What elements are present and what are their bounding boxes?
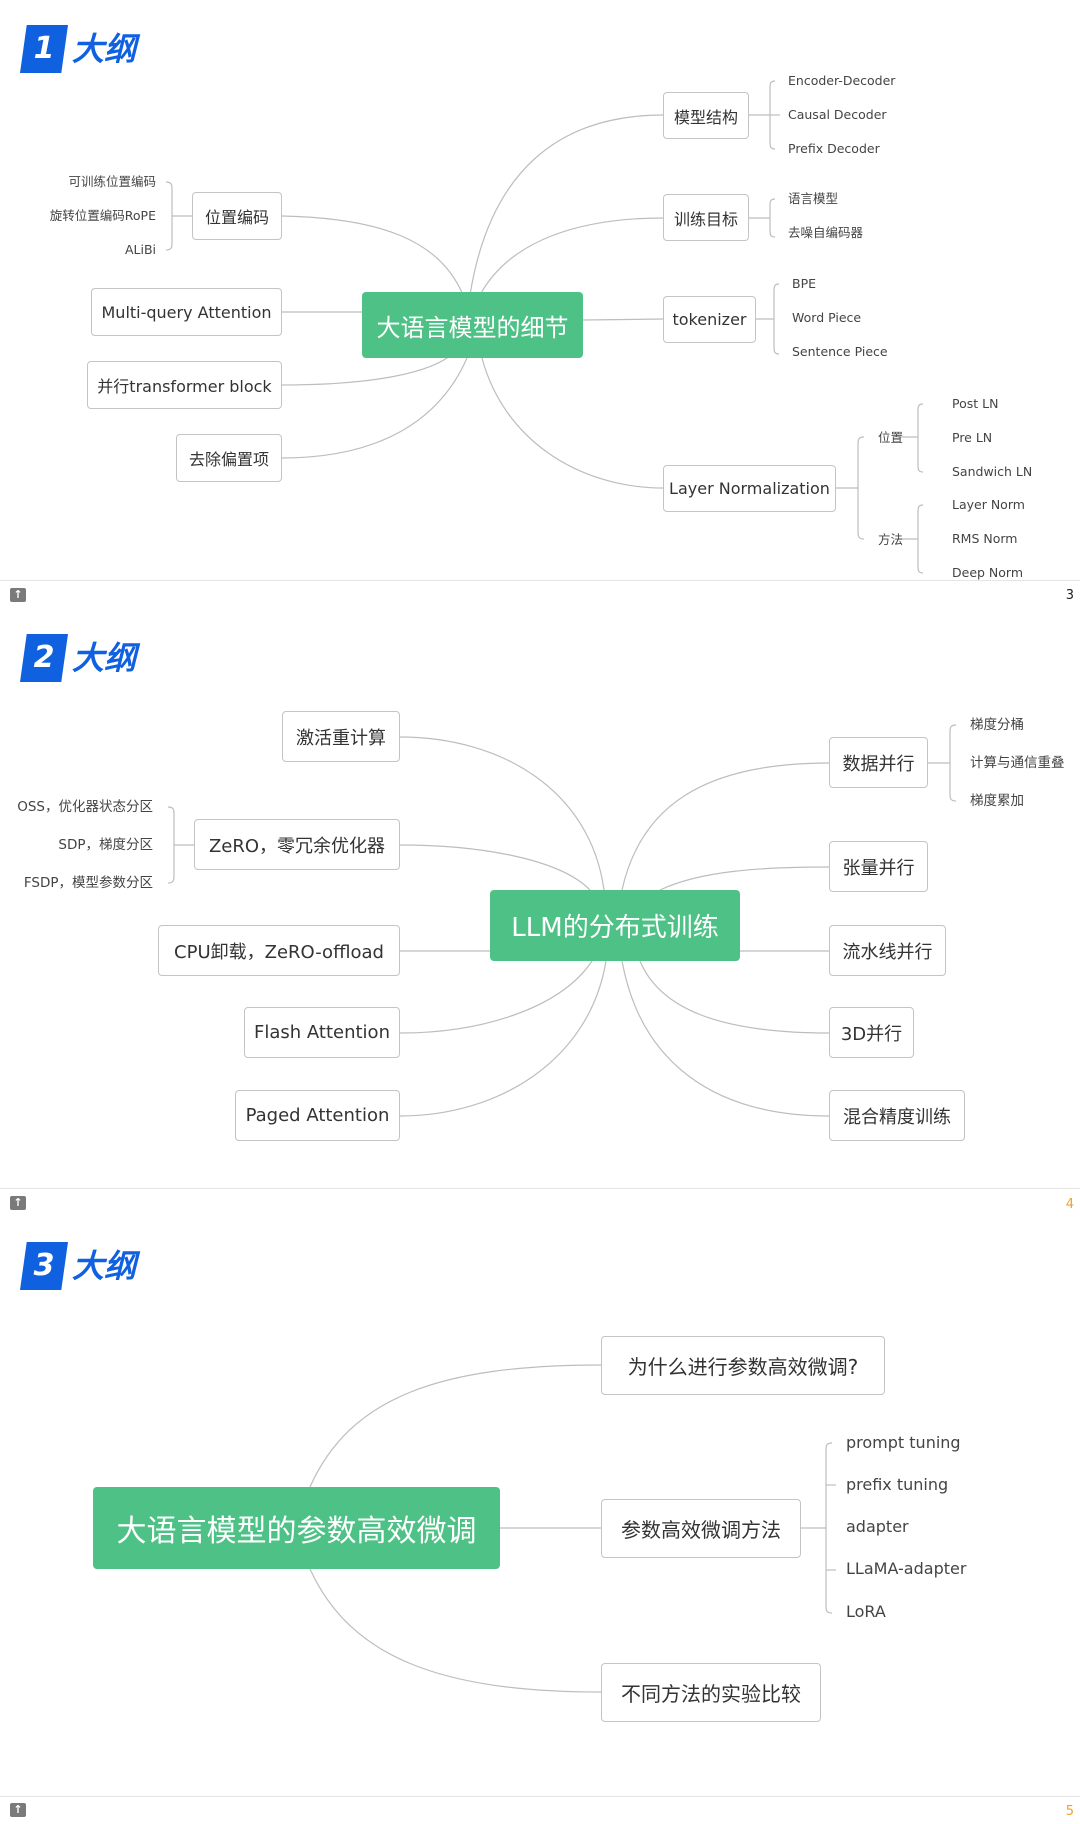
root-node: 大语言模型的参数高效微调 (93, 1487, 500, 1569)
leaf-prompt-tuning: prompt tuning (846, 1433, 961, 1452)
leaf-alibi: ALiBi (124, 242, 156, 257)
section-number: 1 (20, 25, 68, 73)
leaf-ln-method-label: 方法 (878, 532, 904, 547)
section-title: 大纲 (72, 1247, 137, 1285)
node-remove-bias: 去除偏置项 (176, 434, 282, 482)
node-3d-parallel: 3D并行 (829, 1007, 914, 1058)
leaf-gradient-accumulation: 梯度累加 (970, 793, 1024, 809)
slide-divider (0, 580, 1080, 581)
section-number: 2 (20, 634, 68, 682)
leaf-lora: LoRA (846, 1602, 886, 1621)
node-data-parallel: 数据并行 (829, 737, 928, 788)
leaf-compute-comm-overlap: 计算与通信重叠 (970, 755, 1065, 771)
connector-lines (165, 80, 924, 574)
leaf-deep-norm: Deep Norm (952, 565, 1024, 580)
slide-logo-icon: ↑ (10, 588, 26, 602)
root-node: LLM的分布式训练 (490, 890, 740, 961)
node-why-peft: 为什么进行参数高效微调? (601, 1336, 885, 1395)
section-title: 大纲 (72, 639, 137, 677)
leaf-post-ln: Post LN (952, 396, 999, 411)
leaf-layer-norm: Layer Norm (952, 497, 1025, 512)
leaf-denoising-autoencoder: 去噪自编码器 (788, 225, 864, 240)
leaf-sdp: SDP，梯度分区 (58, 837, 153, 853)
leaf-adapter: adapter (846, 1517, 909, 1536)
page-number: 4 (1065, 1197, 1074, 1212)
page-number: 5 (1065, 1804, 1074, 1819)
leaf-pre-ln: Pre LN (952, 430, 993, 445)
slide-2: 2 大纲 LLM的分布式训练 激活重计算 ZeRO，零冗余优化器 CPU卸载，Z (0, 609, 1080, 1216)
leaf-llama-adapter: LLaMA-adapter (846, 1559, 967, 1578)
leaf-trainable-position: 可训练位置编码 (68, 174, 156, 189)
node-tokenizer: tokenizer (663, 296, 756, 343)
node-mixed-precision: 混合精度训练 (829, 1090, 965, 1141)
node-recompute: 激活重计算 (282, 711, 400, 762)
node-model-structure: 模型结构 (663, 92, 749, 139)
section-number: 3 (20, 1242, 68, 1290)
node-experiment-comparison: 不同方法的实验比较 (601, 1663, 821, 1722)
section-title: 大纲 (72, 30, 137, 68)
connector-lines (309, 1364, 836, 1693)
node-flash-attention: Flash Attention (244, 1007, 400, 1058)
leaf-word-piece: Word Piece (792, 310, 862, 325)
slide-logo-icon: ↑ (10, 1803, 26, 1817)
node-cpu-offload: CPU卸载，ZeRO-offload (158, 925, 400, 976)
leaf-causal-decoder: Causal Decoder (788, 107, 887, 122)
node-position-encoding: 位置编码 (192, 192, 282, 240)
leaf-bpe: BPE (792, 276, 817, 291)
slide-3: 3 大纲 大语言模型的参数高效微调 为什么进行参数高效微调? 参数高效微调方法 … (0, 1217, 1080, 1824)
leaf-ln-position-label: 位置 (878, 430, 904, 445)
connector-lines (167, 724, 957, 1117)
node-layer-normalization: Layer Normalization (663, 465, 836, 512)
leaf-rms-norm: RMS Norm (952, 531, 1018, 546)
node-paged-attention: Paged Attention (235, 1090, 400, 1141)
leaf-oss: OSS，优化器状态分区 (17, 799, 153, 815)
leaf-rope: 旋转位置编码RoPE (49, 208, 156, 223)
leaf-prefix-tuning: prefix tuning (846, 1475, 949, 1494)
node-zero: ZeRO，零冗余优化器 (194, 819, 400, 870)
leaf-language-model: 语言模型 (788, 191, 839, 206)
node-multi-query-attention: Multi-query Attention (91, 288, 282, 336)
slide-logo-icon: ↑ (10, 1196, 26, 1210)
node-training-objective: 训练目标 (663, 194, 749, 241)
slide-divider (0, 1188, 1080, 1189)
leaf-gradient-bucket: 梯度分桶 (970, 717, 1024, 733)
leaf-fsdp: FSDP，模型参数分区 (23, 875, 153, 891)
root-node: 大语言模型的细节 (362, 292, 583, 358)
node-parallel-transformer-block: 并行transformer block (87, 361, 282, 409)
node-tensor-parallel: 张量并行 (829, 841, 928, 892)
slide-divider (0, 1796, 1080, 1797)
leaf-sandwich-ln: Sandwich LN (952, 464, 1033, 479)
slide-1: 1 大纲 (0, 0, 1080, 607)
node-peft-methods: 参数高效微调方法 (601, 1499, 801, 1558)
node-pipeline-parallel: 流水线并行 (829, 925, 946, 976)
leaf-sentence-piece: Sentence Piece (792, 344, 888, 359)
page-number: 3 (1065, 588, 1074, 603)
leaf-prefix-decoder: Prefix Decoder (788, 141, 880, 156)
leaf-encoder-decoder: Encoder-Decoder (788, 73, 896, 88)
